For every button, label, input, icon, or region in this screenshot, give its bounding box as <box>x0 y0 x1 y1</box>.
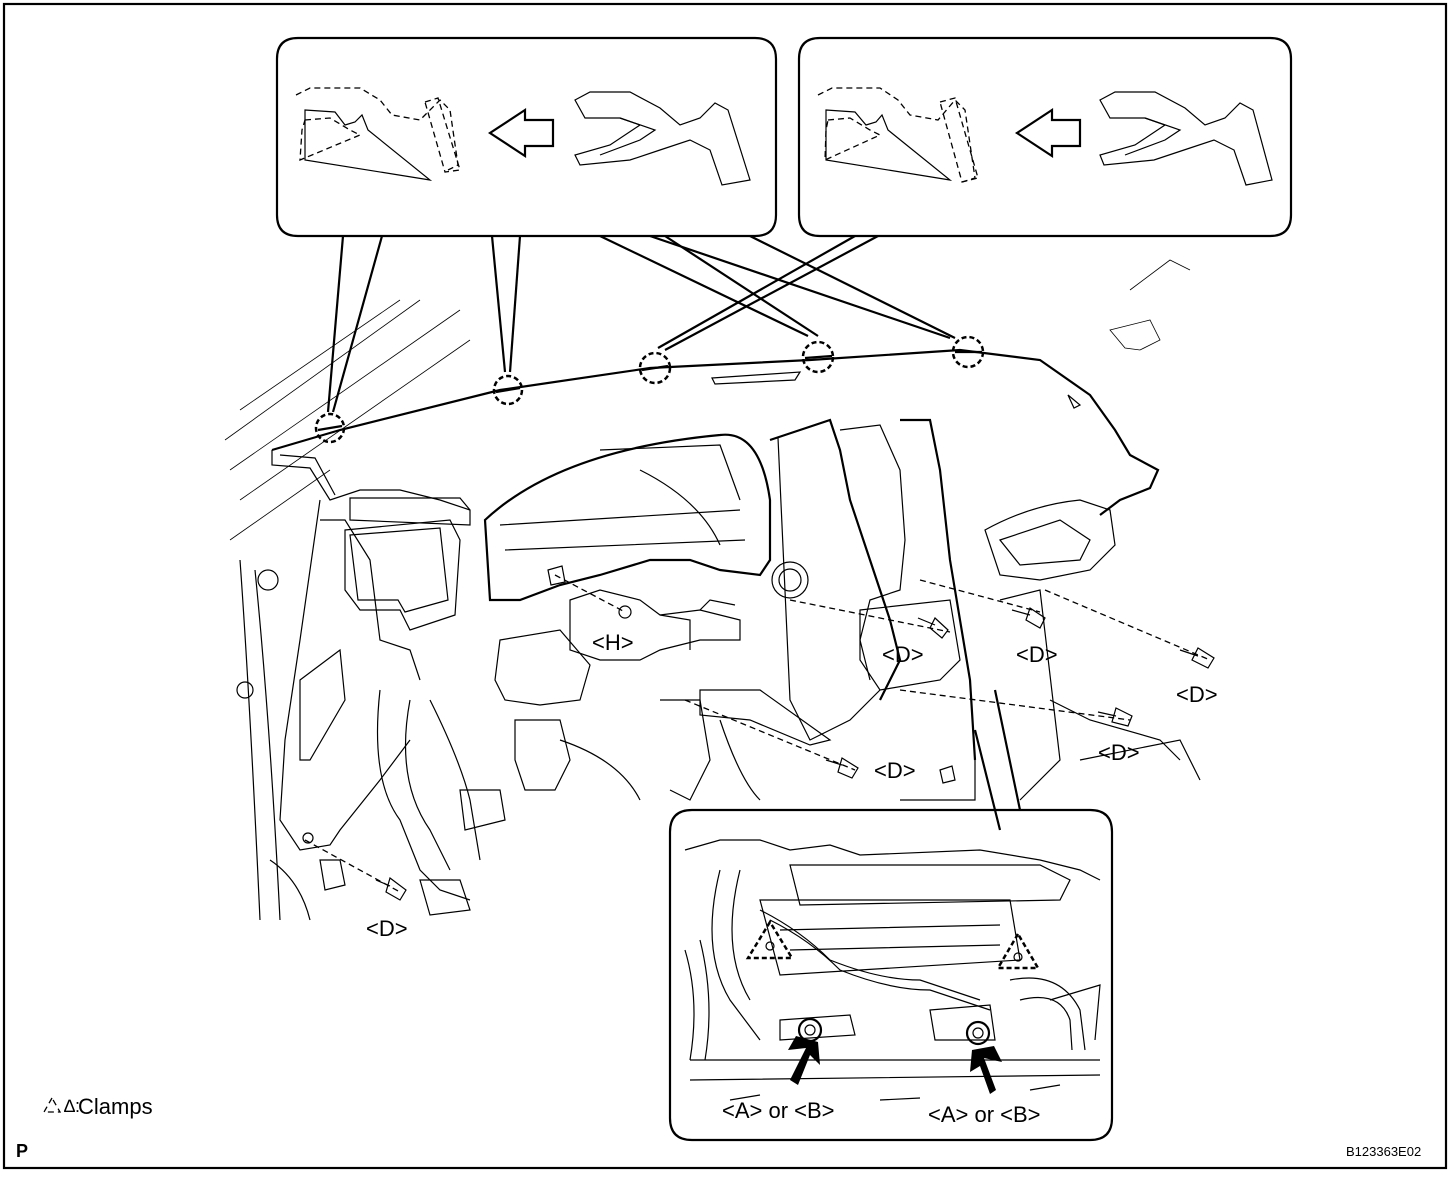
legend-symbol: ∆: <box>64 1096 81 1116</box>
label-h-bolt: <H> <box>592 630 634 655</box>
label-d-bolt-bottom-left: <D> <box>366 916 408 941</box>
clip-detail-callout-right <box>797 36 1293 238</box>
clip-detail-callout-left <box>275 36 778 238</box>
callout-leaders <box>326 234 956 413</box>
corner-mark: P <box>16 1141 29 1161</box>
label-a-or-b-left: <A> or <B> <box>722 1098 835 1123</box>
label-d-bolt-right-upper: <D> <box>1016 642 1058 667</box>
clamp-triangle-icon <box>745 919 795 960</box>
figure-id: B123363E02 <box>1346 1144 1422 1159</box>
legend-text: Clamps <box>78 1094 153 1119</box>
bolts <box>302 565 1215 901</box>
label-d-bolt-far-right: <D> <box>1176 682 1218 707</box>
arrow-icon <box>1014 107 1082 159</box>
label-d-bolt-center: <D> <box>882 642 924 667</box>
label-a-or-b-right: <A> or <B> <box>928 1102 1041 1127</box>
arrow-icon <box>970 1046 1002 1094</box>
clip-markers <box>314 335 985 444</box>
clamp-legend-icon <box>42 1096 62 1113</box>
arrow-icon <box>788 1036 820 1085</box>
clamp-triangle-icon <box>995 931 1041 970</box>
instrument-panel <box>224 259 1201 921</box>
inset-callout <box>668 689 1114 1142</box>
label-d-bolt-right-lower: <D> <box>1098 740 1140 765</box>
arrow-icon <box>487 107 555 159</box>
label-d-bolt-bottom-center: <D> <box>874 758 916 783</box>
